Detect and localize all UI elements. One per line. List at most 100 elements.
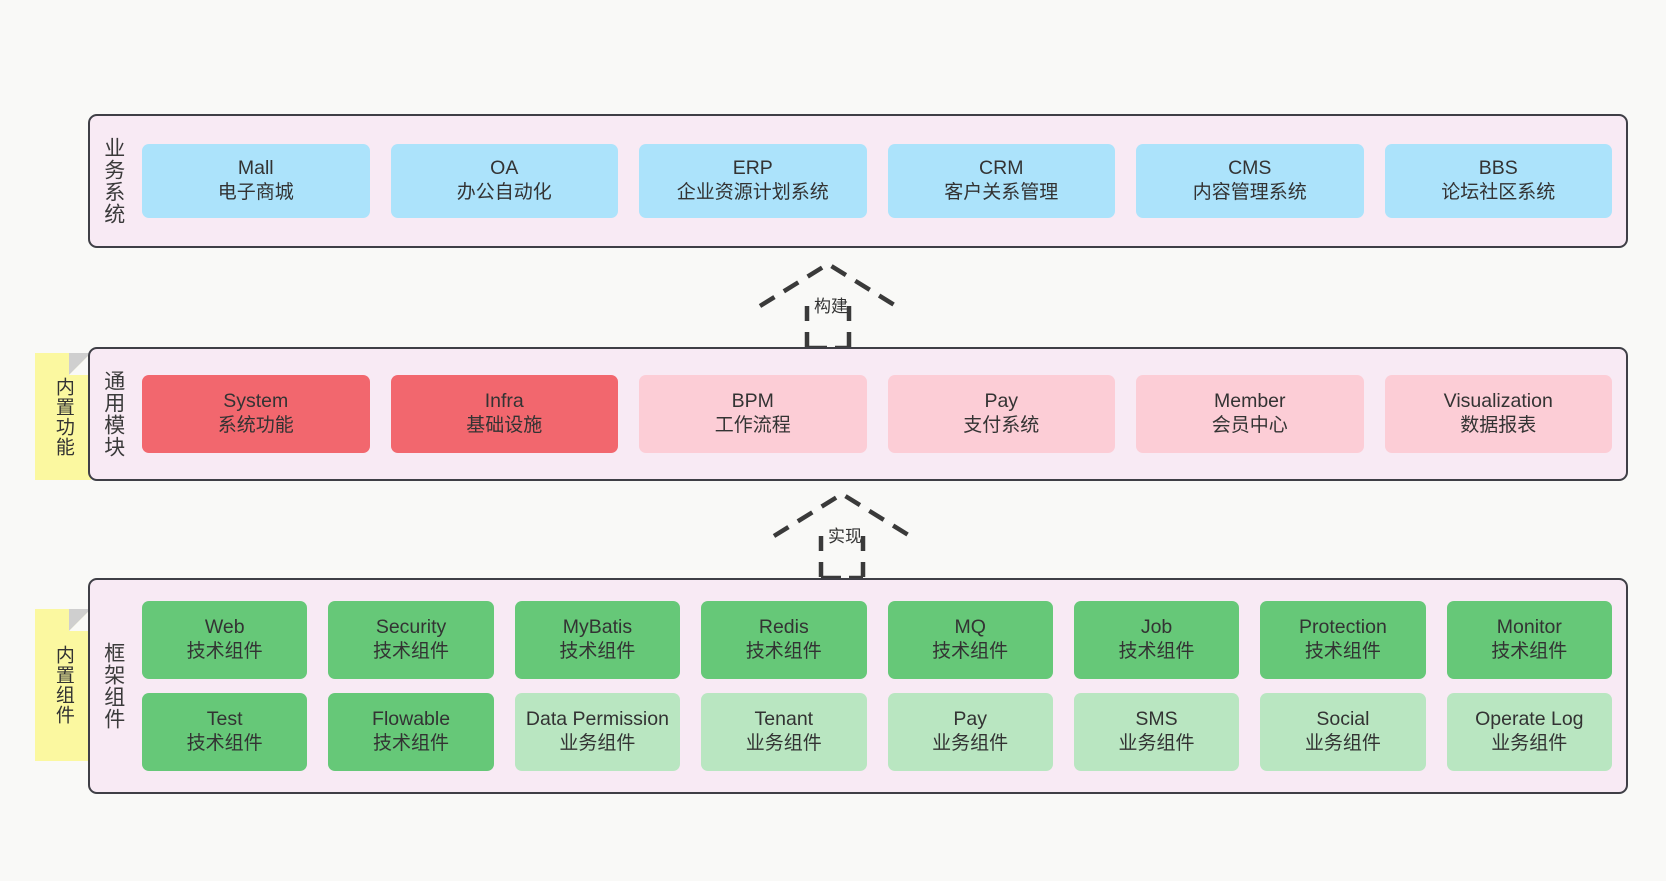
note-label: 内置功能 [52, 376, 74, 457]
node-oa[interactable]: OA 办公自动化 [390, 144, 618, 218]
node-subtitle: 系统功能 [217, 415, 294, 437]
node-subtitle: 技术组件 [373, 733, 450, 755]
node-subtitle: 企业资源计划系统 [676, 182, 829, 204]
node-title: Mall [237, 156, 274, 179]
node-title: Pay [984, 389, 1019, 412]
node-subtitle: 技术组件 [1491, 641, 1568, 663]
layer-body-framework: Web 技术组件 Security 技术组件 MyBatis 技术组件 Redi… [136, 580, 1626, 792]
node-row: Web 技术组件 Security 技术组件 MyBatis 技术组件 Redi… [142, 601, 1612, 679]
node-subtitle: 工作流程 [714, 415, 791, 437]
node-job[interactable]: Job 技术组件 [1073, 601, 1240, 679]
node-subtitle: 数据报表 [1460, 415, 1537, 437]
node-title: Monitor [1496, 615, 1562, 638]
node-subtitle: 技术组件 [186, 641, 263, 663]
node-operate-log[interactable]: Operate Log 业务组件 [1446, 693, 1612, 771]
node-test[interactable]: Test 技术组件 [142, 693, 308, 771]
node-cms[interactable]: CMS 内容管理系统 [1136, 144, 1364, 218]
node-row: Test 技术组件 Flowable 技术组件 Data Permission … [142, 693, 1612, 771]
node-subtitle: 技术组件 [373, 641, 450, 663]
node-sms[interactable]: SMS 业务组件 [1073, 693, 1240, 771]
node-bpm[interactable]: BPM 工作流程 [639, 375, 867, 453]
node-system[interactable]: System 系统功能 [142, 375, 370, 453]
node-title: CRM [979, 156, 1024, 179]
node-subtitle: 业务组件 [932, 733, 1009, 755]
node-title: Redis [758, 615, 809, 638]
node-mybatis[interactable]: MyBatis 技术组件 [514, 601, 681, 679]
layer-title-business: 业务系统 [101, 137, 125, 225]
node-subtitle: 电子商城 [217, 182, 294, 204]
node-title: Tenant [754, 707, 814, 730]
note-label: 内置组件 [52, 645, 74, 725]
node-row: System 系统功能 Infra 基础设施 BPM 工作流程 Pay 支付系统… [142, 375, 1612, 453]
connector-build-label: 构建 [814, 297, 848, 316]
node-title: BPM [731, 389, 774, 412]
node-title: SMS [1135, 707, 1178, 730]
connector-implement-arrow: 实现 [766, 488, 946, 581]
node-subtitle: 论坛社区系统 [1441, 182, 1556, 204]
node-title: System [223, 389, 289, 412]
node-title: Infra [484, 389, 524, 412]
node-data-permission[interactable]: Data Permission 业务组件 [514, 693, 681, 771]
node-title: Security [375, 615, 447, 638]
node-title: Test [206, 707, 243, 730]
node-title: Operate Log [1475, 707, 1584, 730]
node-title: Protection [1299, 615, 1387, 638]
node-bbs[interactable]: BBS 论坛社区系统 [1384, 144, 1612, 218]
node-subtitle: 业务组件 [1304, 733, 1381, 755]
node-subtitle: 技术组件 [745, 641, 822, 663]
node-redis[interactable]: Redis 技术组件 [701, 601, 867, 679]
node-subtitle: 业务组件 [745, 733, 822, 755]
node-security[interactable]: Security 技术组件 [328, 601, 494, 679]
node-protection[interactable]: Protection 技术组件 [1260, 601, 1426, 679]
note-builtin-components: 内置组件 [35, 609, 91, 761]
node-flowable[interactable]: Flowable 技术组件 [328, 693, 494, 771]
node-erp[interactable]: ERP 企业资源计划系统 [639, 144, 867, 218]
connector-build-arrow: 构建 [752, 258, 932, 351]
node-mq[interactable]: MQ 技术组件 [887, 601, 1053, 679]
node-mall[interactable]: Mall 电子商城 [142, 144, 370, 218]
node-title: Social [1316, 707, 1370, 730]
node-title: Data Permission [525, 707, 669, 730]
node-subtitle: 会员中心 [1211, 415, 1288, 437]
node-title: MyBatis [562, 615, 633, 638]
node-subtitle: 内容管理系统 [1192, 182, 1307, 204]
node-title: Member [1213, 389, 1286, 412]
node-title: Visualization [1443, 389, 1553, 412]
node-subtitle: 办公自动化 [456, 182, 552, 204]
layer-framework-components: 框架组件 Web 技术组件 Security 技术组件 MyBatis 技术组件… [88, 578, 1628, 794]
node-title: MQ [954, 615, 986, 638]
node-visualization[interactable]: Visualization 数据报表 [1384, 375, 1612, 453]
node-subtitle: 基础设施 [466, 415, 543, 437]
node-title: Pay [953, 707, 987, 730]
node-subtitle: 业务组件 [1491, 733, 1568, 755]
node-web[interactable]: Web 技术组件 [142, 601, 308, 679]
node-row: Mall 电子商城 OA 办公自动化 ERP 企业资源计划系统 CRM 客户关系… [142, 144, 1612, 218]
node-subtitle: 支付系统 [963, 415, 1040, 437]
layer-body-business: Mall 电子商城 OA 办公自动化 ERP 企业资源计划系统 CRM 客户关系… [136, 116, 1626, 246]
node-subtitle: 技术组件 [1118, 641, 1195, 663]
node-pay-business[interactable]: Pay 业务组件 [887, 693, 1053, 771]
node-tenant[interactable]: Tenant 业务组件 [701, 693, 867, 771]
node-title: Web [204, 615, 245, 638]
node-title: ERP [732, 156, 773, 179]
node-subtitle: 业务组件 [1118, 733, 1195, 755]
node-social[interactable]: Social 业务组件 [1260, 693, 1426, 771]
layer-common-modules: 通用模块 System 系统功能 Infra 基础设施 BPM 工作流程 Pay… [88, 347, 1628, 481]
node-subtitle: 技术组件 [186, 733, 263, 755]
node-pay[interactable]: Pay 支付系统 [887, 375, 1115, 453]
layer-title-common: 通用模块 [101, 370, 125, 458]
node-subtitle: 技术组件 [932, 641, 1009, 663]
node-infra[interactable]: Infra 基础设施 [390, 375, 618, 453]
node-title: BBS [1478, 156, 1518, 179]
node-subtitle: 技术组件 [1304, 641, 1381, 663]
node-title: Job [1140, 615, 1173, 638]
note-builtin-features: 内置功能 [35, 353, 91, 480]
node-monitor[interactable]: Monitor 技术组件 [1446, 601, 1612, 679]
node-crm[interactable]: CRM 客户关系管理 [887, 144, 1115, 218]
layer-title-framework: 框架组件 [101, 642, 125, 730]
node-subtitle: 客户关系管理 [944, 182, 1059, 204]
node-title: CMS [1228, 156, 1272, 179]
node-member[interactable]: Member 会员中心 [1136, 375, 1364, 453]
node-subtitle: 技术组件 [559, 641, 636, 663]
